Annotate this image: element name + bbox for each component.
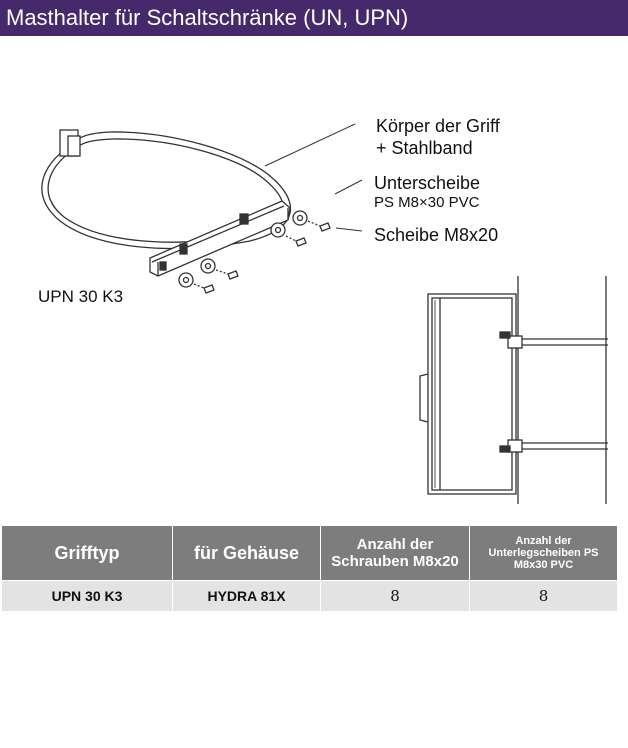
spec-table: Grifftyp für Gehäuse Anzahl der Schraube… — [1, 525, 618, 612]
leader-line-washer — [334, 179, 363, 195]
callout-washer-label: Unterscheibe — [374, 173, 481, 193]
cell-unterlegscheiben: 8 — [469, 580, 618, 612]
header-gehaeuse: für Gehäuse — [172, 525, 321, 581]
callout-disc: Scheibe M8x20 — [374, 225, 499, 245]
leader-line-body — [264, 123, 356, 167]
washer — [178, 272, 194, 288]
screw — [227, 270, 239, 280]
technical-drawing: Körper der Griff + Stahlband Unterscheib… — [0, 36, 628, 520]
mount-illustration — [41, 123, 608, 504]
callout-bracket-body: Körper der Griff + Stahlband — [376, 116, 500, 158]
cell-schrauben: 8 — [320, 580, 470, 612]
table-row: UPN 30 K3 HYDRA 81X 8 8 — [1, 580, 618, 612]
page-title: Masthalter für Schaltschränke (UN, UPN) — [0, 0, 628, 36]
screw — [319, 222, 331, 232]
washer — [270, 222, 286, 238]
table-header-row: Grifftyp für Gehäuse Anzahl der Schraube… — [1, 525, 618, 581]
header-unterlegscheiben: Anzahl der Unterlegscheiben PS M8x30 PVC — [469, 525, 618, 581]
model-label: UPN 30 K3 — [38, 287, 124, 306]
washer — [200, 258, 216, 274]
callout-washer-spec: PS M8×30 PVC — [374, 194, 480, 211]
washer — [292, 210, 308, 226]
cell-gehaeuse: HYDRA 81X — [172, 580, 321, 612]
cell-grifftyp: UPN 30 K3 — [1, 580, 173, 612]
header-grifftyp: Grifftyp — [1, 525, 173, 581]
leader-line-disc — [335, 227, 363, 232]
cabinet-side-view — [419, 276, 608, 504]
header-schrauben: Anzahl der Schrauben M8x20 — [320, 525, 470, 581]
